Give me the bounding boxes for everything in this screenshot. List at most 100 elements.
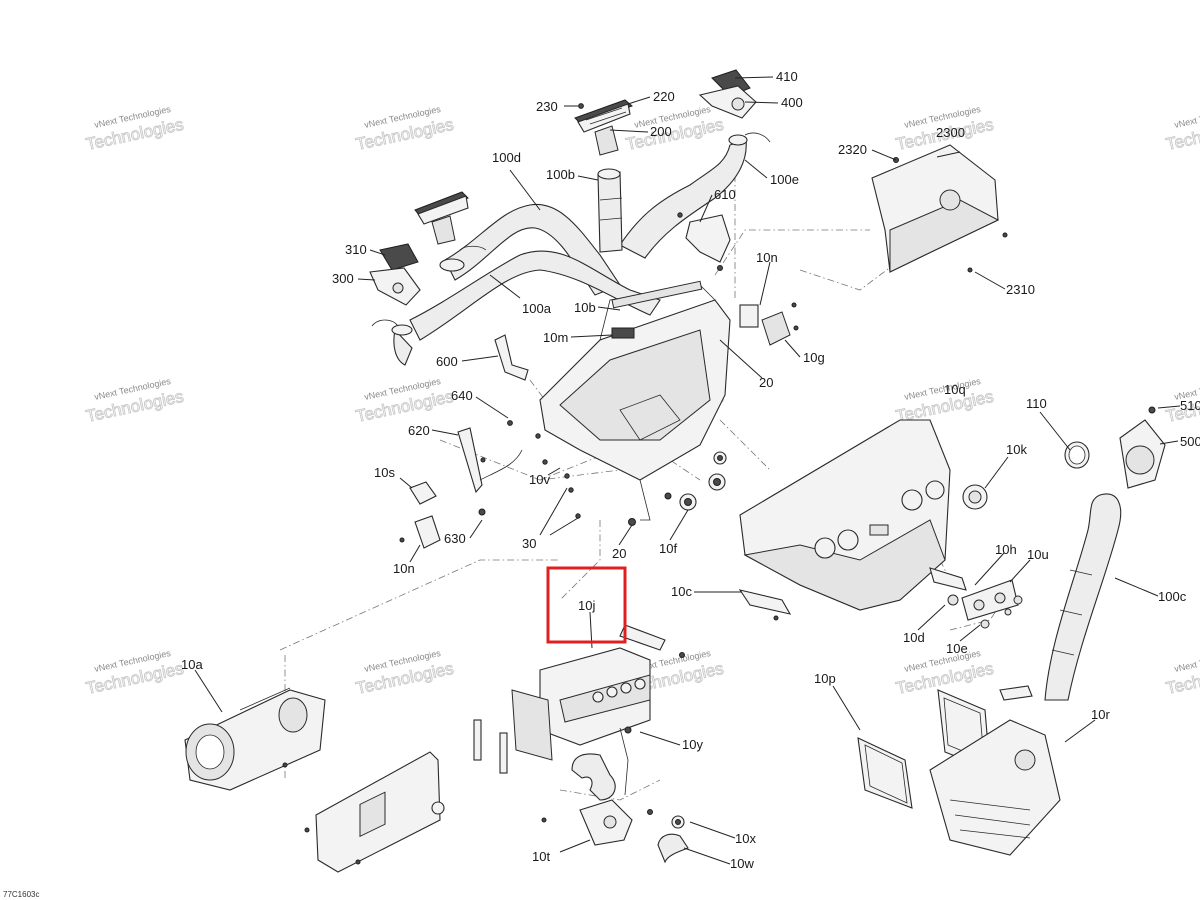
callout-30: 30 (522, 536, 536, 551)
ring-110 (1064, 441, 1090, 469)
knob-10k (962, 484, 988, 510)
callout-10t: 10t (532, 849, 550, 864)
callout-labels: 410 400 230 220 200 2300 2320 100d 100b … (181, 69, 1200, 871)
highlight-box (546, 566, 627, 644)
blower-10a (184, 687, 326, 791)
watermark: vNext Technologies Technologies (84, 376, 186, 427)
hose-100c (999, 493, 1122, 701)
fan-500 (1119, 406, 1166, 489)
screw-230 (578, 103, 584, 109)
callout-100c: 100c (1158, 589, 1187, 604)
callout-620: 620 (408, 423, 430, 438)
callout-100a: 100a (522, 301, 552, 316)
callout-610: 610 (714, 187, 736, 202)
callout-10s: 10s (374, 465, 395, 480)
callout-10k: 10k (1006, 442, 1027, 457)
bracket-610 (677, 212, 731, 271)
drawing-code: 77C1603c (3, 890, 39, 899)
callout-10r: 10r (1091, 707, 1110, 722)
sensor-10c (738, 589, 792, 621)
callout-20-top: 20 (759, 375, 773, 390)
relay-10n-top (739, 302, 799, 346)
callout-220: 220 (653, 89, 675, 104)
callout-2310: 2310 (1006, 282, 1035, 297)
duct-100e (619, 132, 771, 259)
callout-10n-lower: 10n (393, 561, 415, 576)
vent-outlet-220 (574, 99, 633, 156)
callout-10m: 10m (543, 330, 568, 345)
housing-10q (739, 419, 951, 611)
watermark: vNext Technologies Technologies (1164, 104, 1200, 155)
callout-10q: 10q (944, 382, 966, 397)
watermark: vNext Technologies Technologies (354, 104, 456, 155)
watermark: vNext Technologies Technologies (354, 648, 456, 699)
callout-600: 600 (436, 354, 458, 369)
callout-500: 500 (1180, 434, 1200, 449)
callout-400: 400 (781, 95, 803, 110)
callout-10e: 10e (946, 641, 968, 656)
clamp-10x (671, 815, 685, 829)
callout-2300: 2300 (936, 125, 965, 140)
highlight-label-10j: 10j (578, 598, 595, 613)
watermark: vNext Technologies Technologies (1164, 648, 1200, 699)
callout-20-lower: 20 (612, 546, 626, 561)
vent-410-400 (698, 69, 757, 119)
callout-10x: 10x (735, 831, 756, 846)
hose-10w (657, 833, 689, 864)
callout-10v: 10v (529, 472, 550, 487)
callout-10n-top: 10n (756, 250, 778, 265)
callout-300: 300 (332, 271, 354, 286)
callout-10a: 10a (181, 657, 203, 672)
watermark: vNext Technologies Technologies (354, 376, 456, 427)
screws-30 (535, 433, 581, 519)
switch-10h-10u (929, 567, 1023, 629)
watermark: vNext Technologies Technologies (84, 104, 186, 155)
callout-200: 200 (650, 124, 672, 139)
callout-10h: 10h (995, 542, 1017, 557)
cover-panel (304, 751, 445, 873)
cover-2300 (871, 144, 1008, 273)
watermark: vNext Technologies Technologies (894, 648, 996, 699)
watermark: vNext Technologies Technologies (624, 104, 726, 155)
callout-10d: 10d (903, 630, 925, 645)
callout-510: 510 (1180, 398, 1200, 413)
svg-text:vNext Technologies: vNext Technologies (1173, 648, 1200, 674)
heater-core-10j (511, 624, 685, 761)
callout-100b: 100b (546, 167, 575, 182)
bracket-600 (494, 334, 529, 381)
relay-10n-lower (399, 508, 486, 549)
callout-110: 110 (1026, 396, 1047, 411)
callout-10u: 10u (1027, 547, 1049, 562)
callout-630: 630 (444, 531, 466, 546)
hose-10y (571, 726, 632, 801)
vent-310-300 (369, 243, 421, 306)
callout-10g: 10g (803, 350, 825, 365)
svg-text:vNext Technologies: vNext Technologies (1173, 104, 1200, 130)
grille-10r (929, 689, 1061, 856)
callout-10b: 10b (574, 300, 596, 315)
watermark: vNext Technologies Technologies (84, 648, 186, 699)
callout-2320: 2320 (838, 142, 867, 157)
callout-640: 640 (451, 388, 473, 403)
vent-outlet-left (414, 191, 469, 245)
callout-230: 230 (536, 99, 558, 114)
highlighted-part-10j[interactable]: 10j (546, 566, 627, 644)
callout-310: 310 (345, 242, 367, 257)
grommets-10f (628, 451, 727, 526)
seal-strips (473, 719, 508, 774)
callout-10f: 10f (659, 541, 677, 556)
main-housing-10b (539, 280, 731, 521)
duct-100b (597, 168, 623, 253)
bracket-620 (457, 420, 523, 494)
leader-lines (194, 76, 1181, 865)
filter-10p (857, 737, 913, 809)
callout-10y: 10y (682, 737, 703, 752)
callout-10w: 10w (730, 856, 754, 871)
relay-10s (409, 481, 437, 505)
callout-100d: 100d (492, 150, 521, 165)
callout-100e: 100e (770, 172, 799, 187)
valve-10t (541, 799, 653, 846)
callout-10p: 10p (814, 671, 836, 686)
callout-410: 410 (776, 69, 798, 84)
